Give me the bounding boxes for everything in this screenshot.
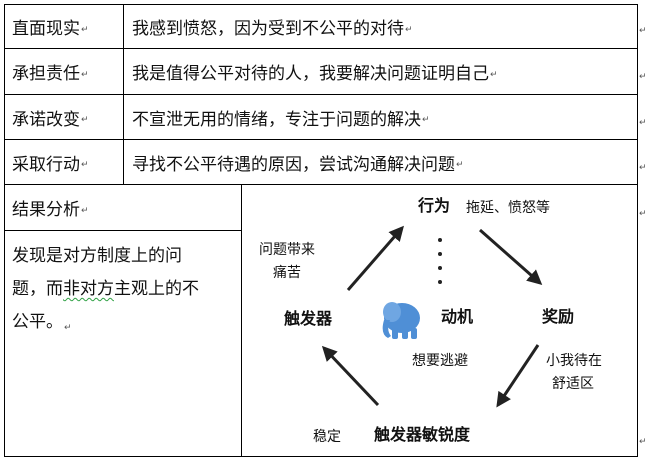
result-text-segment: 题，而 bbox=[12, 279, 63, 299]
elephant-icon bbox=[382, 302, 420, 339]
paragraph-mark: ↵ bbox=[490, 69, 498, 80]
diagram-sensitivity-note: 稳定 bbox=[313, 429, 341, 445]
paragraph-mark: ↵ bbox=[422, 115, 430, 125]
diagram-trigger-note-1: 问题带来 bbox=[259, 242, 315, 258]
row-label-text: 采取行动 bbox=[12, 154, 80, 175]
table-row-divider bbox=[4, 184, 638, 185]
diagram-motive-note: 想要逃避 bbox=[412, 353, 468, 369]
end-of-row-mark: ↵ bbox=[639, 72, 647, 82]
end-of-row-mark: ↵ bbox=[639, 26, 647, 36]
result-text: 发现是对方制度上的问 题，而非对方主观上的不 公平。↵ bbox=[12, 240, 240, 342]
paragraph-mark: ↵ bbox=[81, 24, 89, 35]
diagram-behavior-note: 拖延、愤怒等 bbox=[466, 199, 550, 216]
paragraph-mark: ↵ bbox=[81, 205, 89, 216]
table-border-top bbox=[4, 4, 638, 5]
result-text-segment: 公平。 bbox=[12, 312, 63, 332]
result-text-segment: 主观上的不 bbox=[114, 279, 199, 299]
table-row-divider bbox=[4, 94, 638, 95]
dotted-connector bbox=[438, 238, 442, 284]
result-label-text: 结果分析 bbox=[12, 200, 80, 220]
paragraph-mark: ↵ bbox=[405, 24, 413, 35]
result-text-line: 公平。↵ bbox=[12, 306, 240, 342]
end-of-row-mark: ↵ bbox=[639, 209, 647, 219]
paragraph-mark: ↵ bbox=[64, 323, 72, 333]
result-text-line: 发现是对方制度上的问 bbox=[12, 246, 182, 266]
table-column-divider-lower bbox=[241, 184, 242, 457]
row-label-2: 承担责任↵ bbox=[12, 49, 89, 94]
row-content-4: 寻找不公平待遇的原因，尝试沟通解决问题↵ bbox=[132, 140, 464, 184]
row-content-text: 我是值得公平对待的人，我要解决问题证明自己 bbox=[132, 64, 489, 84]
row-label-3: 承诺改变↵ bbox=[12, 95, 89, 139]
end-of-row-mark: ↵ bbox=[639, 437, 647, 447]
diagram-behavior: 行为 bbox=[417, 196, 450, 215]
spellcheck-underlined-text: 非对方 bbox=[63, 279, 114, 299]
paragraph-mark: ↵ bbox=[456, 160, 464, 170]
row-content-text: 不宣泄无用的情绪，专注于问题的解决 bbox=[132, 109, 421, 130]
result-text-line: 题，而非对方主观上的不 bbox=[12, 273, 240, 306]
row-label-4: 采取行动↵ bbox=[12, 140, 89, 184]
paragraph-mark: ↵ bbox=[81, 115, 89, 125]
row-content-2: 我是值得公平对待的人，我要解决问题证明自己↵ bbox=[132, 49, 498, 94]
diagram-reward-note-1: 小我待在 bbox=[546, 353, 602, 369]
table-border-bottom bbox=[4, 456, 638, 457]
diagram-trigger-note-2: 痛苦 bbox=[273, 264, 301, 281]
table-column-divider bbox=[123, 4, 124, 185]
result-label: 结果分析↵ bbox=[12, 185, 89, 230]
row-label-text: 承诺改变 bbox=[12, 109, 80, 130]
paragraph-mark: ↵ bbox=[81, 160, 89, 170]
arrow-behavior-to-reward bbox=[479, 228, 543, 285]
row-content-text: 寻找不公平待遇的原因，尝试沟通解决问题 bbox=[132, 154, 455, 175]
row-label-text: 直面现实 bbox=[12, 19, 80, 39]
arrow-trigger-to-behavior bbox=[346, 225, 404, 291]
table-row-divider-short bbox=[4, 230, 242, 231]
row-label-text: 承担责任 bbox=[12, 64, 80, 84]
table-row-divider bbox=[4, 139, 638, 140]
row-content-text: 我感到愤怒，因为受到不公平的对待 bbox=[132, 19, 404, 39]
diagram-trigger: 触发器 bbox=[283, 309, 333, 328]
arrow-reward-to-sensitivity bbox=[496, 344, 540, 408]
arrow-sensitivity-to-trigger bbox=[321, 345, 380, 407]
row-content-1: 我感到愤怒，因为受到不公平的对待↵ bbox=[132, 5, 413, 48]
paragraph-mark: ↵ bbox=[81, 69, 89, 80]
row-content-3: 不宣泄无用的情绪，专注于问题的解决↵ bbox=[132, 95, 430, 139]
end-of-row-mark: ↵ bbox=[639, 163, 647, 173]
table-row-divider bbox=[4, 48, 638, 49]
diagram-sensitivity: 触发器敏锐度 bbox=[373, 425, 471, 444]
diagram-reward: 奖励 bbox=[542, 307, 574, 326]
diagram-reward-note-2: 舒适区 bbox=[552, 376, 594, 392]
row-label-1: 直面现实↵ bbox=[12, 5, 89, 48]
diagram-motive: 动机 bbox=[441, 307, 473, 326]
end-of-row-mark: ↵ bbox=[639, 118, 647, 128]
table-border-left bbox=[4, 4, 5, 457]
table-border-right bbox=[637, 4, 638, 457]
